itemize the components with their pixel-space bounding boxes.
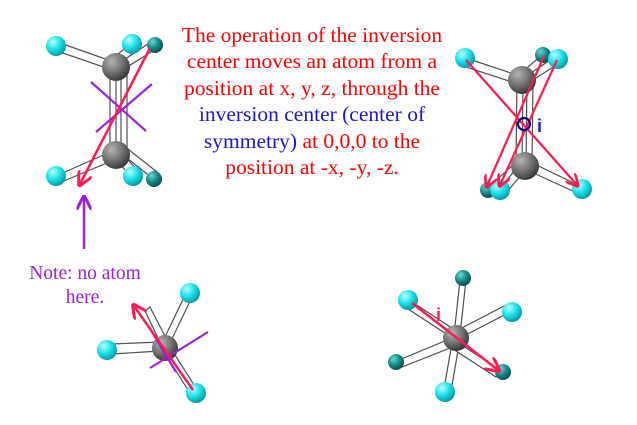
caption-part-3: at 0,0,0 to the position at -x, -y, -z.	[225, 128, 421, 180]
molecule-bottom-left	[97, 283, 209, 403]
carbon-atom	[511, 152, 539, 180]
hydrogen-atom-dark	[455, 270, 471, 286]
hydrogen-atom-dark	[147, 37, 163, 53]
hydrogen-atom	[455, 48, 475, 68]
hydrogen-atom-dark	[146, 171, 162, 187]
inversion-arrow	[80, 47, 152, 184]
molecule-bottom-right: i	[388, 270, 522, 402]
caption-part-1: The operation of the inversion center mo…	[181, 23, 443, 100]
hydrogen-atom	[180, 283, 200, 303]
hydrogen-atom	[548, 49, 568, 69]
inversion-symbol-label: i	[537, 116, 542, 136]
carbon-atom	[102, 53, 130, 81]
hydrogen-atom	[122, 34, 142, 54]
molecule-top-right: i	[455, 47, 592, 200]
caption-text: The operation of the inversion center mo…	[172, 22, 452, 180]
hydrogen-atom	[46, 36, 66, 56]
caption-part-2-highlight: inversion center (center of symmetry)	[198, 102, 426, 153]
hydrogen-atom	[46, 166, 66, 186]
inversion-center-circle	[516, 116, 532, 132]
hydrogen-atom-dark	[535, 47, 551, 63]
hydrogen-atom	[502, 302, 522, 322]
inversion-arrow	[134, 306, 195, 391]
molecule-top-left	[46, 34, 163, 249]
hydrogen-atom-dark	[388, 354, 404, 370]
carbon-atom	[102, 141, 130, 169]
inversion-arrows	[465, 55, 577, 186]
hydrogen-atom-dark	[495, 364, 511, 380]
inversion-arrow	[411, 302, 498, 370]
carbon-atom	[508, 66, 536, 94]
note-text: Note: no atom here.	[29, 263, 141, 308]
hydrogen-atom	[435, 382, 455, 402]
hydrogen-atom	[123, 166, 143, 186]
inversion-symbol-label: i	[436, 305, 441, 325]
hydrogen-atom	[97, 340, 117, 360]
hydrogen-atom	[398, 290, 418, 310]
